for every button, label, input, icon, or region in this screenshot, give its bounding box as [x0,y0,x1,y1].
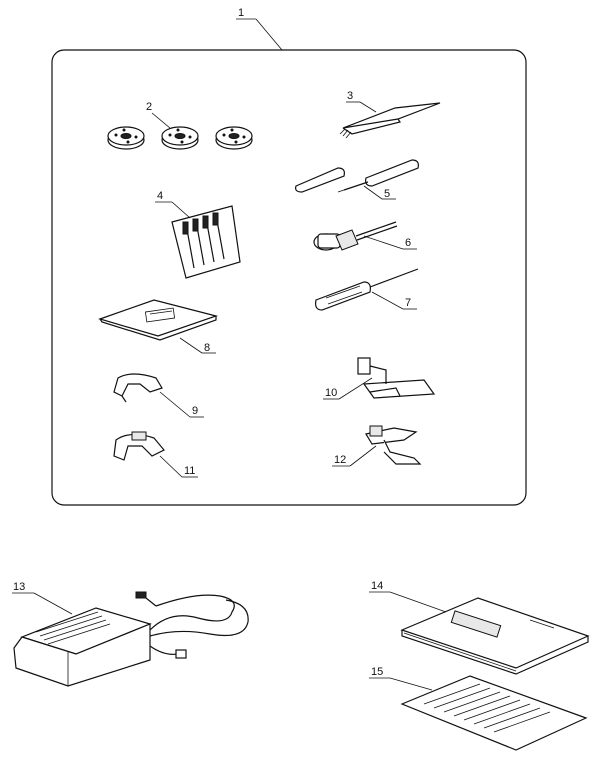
part-10-presser-foot [357,357,436,399]
callout-15[interactable]: 15 [369,666,433,691]
part-7-large-screwdriver [315,268,419,311]
callout-10[interactable]: 10 [323,377,373,400]
callout-8-number: 8 [204,342,210,354]
callout-9[interactable]: 9 [159,391,204,418]
callout-3-number: 3 [347,90,353,102]
bobbin [161,126,199,150]
callout-1[interactable]: 1 [236,7,283,51]
part-9-presser-foot [113,373,163,403]
part-14-instruction-manual [400,597,590,675]
callout-6[interactable]: 6 [363,235,417,250]
callout-13[interactable]: 13 [12,581,73,615]
callout-1-number: 1 [238,7,244,19]
part-8-needle-plate [98,299,219,341]
callout-12-number: 12 [334,454,346,466]
accessory-box-frame [51,49,527,506]
callout-6-number: 6 [405,237,411,249]
callout-15-number: 15 [371,666,383,678]
callout-8[interactable]: 8 [179,337,216,354]
part-11-zipper-foot [113,431,165,461]
part-5-small-screwdriver [295,159,419,193]
callout-4[interactable]: 4 [155,190,191,219]
callout-11[interactable]: 11 [159,455,198,478]
part-3-lint-brush [339,102,441,139]
part-2-bobbins [107,126,253,150]
callout-10-number: 10 [325,387,337,399]
part-6-disc-screwdriver [313,221,398,251]
callout-5-number: 5 [384,188,390,200]
part-12-buttonhole-foot [365,425,422,465]
callout-9-number: 9 [192,405,198,417]
callout-2-number: 2 [146,101,152,113]
callout-2[interactable]: 2 [146,101,171,129]
callout-7[interactable]: 7 [371,291,417,310]
callout-11-number: 11 [184,465,195,477]
bobbin [107,126,145,150]
callout-12[interactable]: 12 [332,445,377,467]
part-4-needle-pack [171,205,241,279]
callout-4-number: 4 [157,190,163,202]
callout-14-number: 14 [371,580,383,592]
callout-14[interactable]: 14 [369,580,447,613]
callout-13-number: 13 [13,581,25,593]
callout-7-number: 7 [405,297,411,309]
callout-3[interactable]: 3 [346,90,377,113]
part-15-instruction-sheet [400,675,588,751]
callout-5[interactable]: 5 [363,185,396,200]
bobbin [215,126,253,150]
part-13-foot-controller [13,591,249,687]
